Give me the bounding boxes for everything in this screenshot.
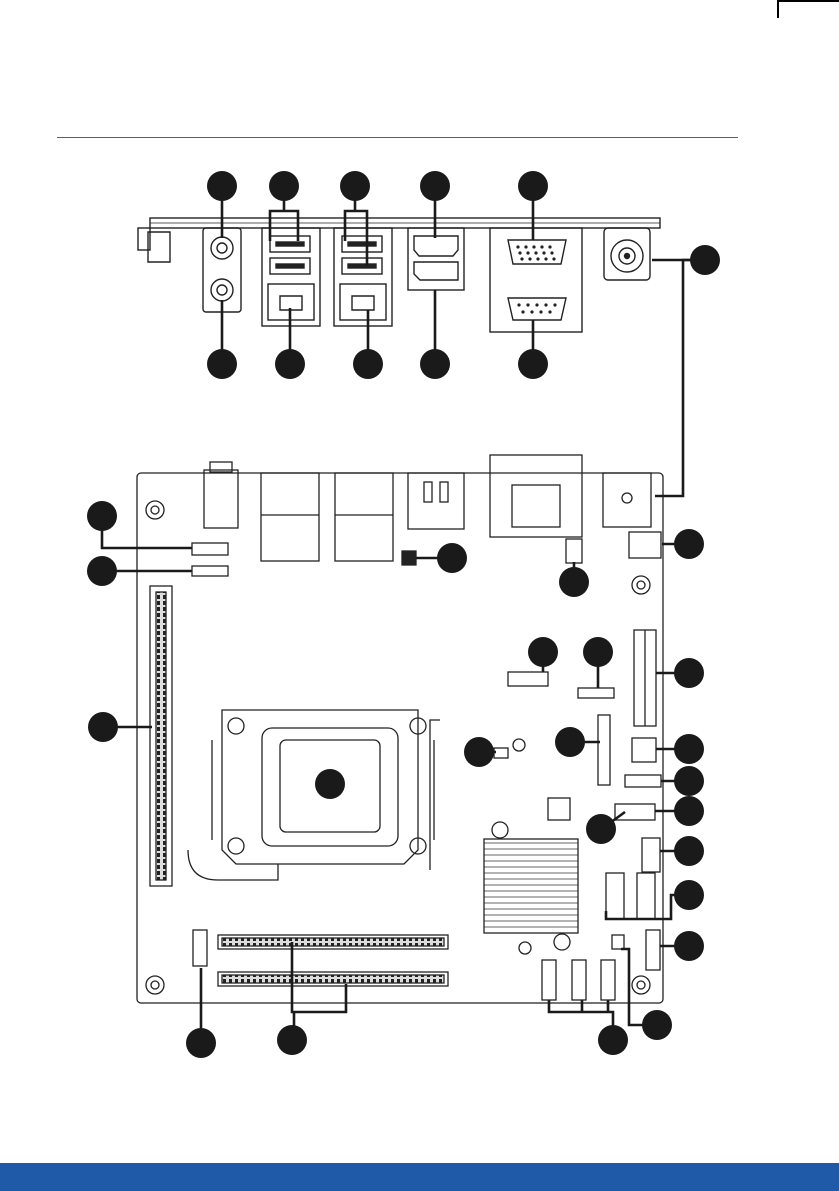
audio-jack-1 <box>211 237 233 259</box>
header-right-4 <box>642 838 660 872</box>
com-port <box>508 298 566 320</box>
dimm-slots <box>218 935 448 986</box>
header-jumper-mid <box>566 539 582 563</box>
callout-marker <box>87 501 117 531</box>
callout-marker <box>518 349 548 379</box>
callout-marker <box>555 727 585 757</box>
top-audio-jack <box>204 470 238 528</box>
audio-jack-2 <box>211 279 233 301</box>
header-right-3 <box>615 804 655 820</box>
hdmi-port <box>414 236 458 256</box>
callout-marker <box>88 712 118 742</box>
callout-marker <box>586 814 616 844</box>
io-panel-view <box>138 218 660 332</box>
callout-marker <box>315 769 345 799</box>
top-lan-1 <box>261 473 319 561</box>
footer-bar <box>0 1163 839 1191</box>
callout-marker <box>464 737 494 767</box>
sata-port-2 <box>637 873 655 919</box>
header-sys-fan <box>578 688 614 698</box>
header-right-2 <box>625 775 661 787</box>
header-usb-a <box>192 566 228 576</box>
callout-marker <box>674 880 704 910</box>
usb-lan-stack-2 <box>334 228 392 326</box>
header-cpu-fan <box>508 672 548 686</box>
callout-marker <box>353 349 383 379</box>
callout-marker <box>437 543 467 573</box>
callout-marker <box>674 796 704 826</box>
rj45-port-2 <box>340 284 386 320</box>
callout-marker <box>674 529 704 559</box>
pcie-slot <box>150 586 172 886</box>
header-front-audio <box>192 543 228 555</box>
jumper-bottom-right <box>612 935 624 949</box>
callout-marker <box>598 1025 628 1055</box>
header-power-atx <box>629 532 661 558</box>
top-lan-2 <box>335 473 393 561</box>
vga-com-stack <box>490 228 582 332</box>
header-bottom-2 <box>572 960 586 1000</box>
cpu-socket <box>188 710 440 880</box>
displayport-port <box>414 262 458 280</box>
dc-in-jack <box>604 228 650 280</box>
jumper-small-center <box>494 748 508 758</box>
callout-marker <box>275 349 305 379</box>
header-right-1 <box>632 738 656 762</box>
callout-marker <box>674 931 704 961</box>
header-bottom-1 <box>542 960 556 1000</box>
callout-marker <box>674 766 704 796</box>
io-standoff-left <box>148 232 170 262</box>
callout-marker <box>277 1025 307 1055</box>
callout-marker <box>420 349 450 379</box>
callout-marker <box>674 734 704 764</box>
chipset-heatsink <box>484 822 578 950</box>
callout-marker <box>642 1010 672 1040</box>
callout-marker <box>340 171 370 201</box>
callout-marker <box>518 171 548 201</box>
header-bottom-3 <box>601 960 615 1000</box>
callout-marker <box>559 567 589 597</box>
callout-marker <box>269 171 299 201</box>
leader-lines <box>102 186 705 1043</box>
callout-marker <box>674 836 704 866</box>
callout-marker <box>420 171 450 201</box>
callout-marker <box>186 1028 216 1058</box>
ffc-connector <box>598 715 610 785</box>
callout-marker <box>528 637 558 667</box>
header-usb-center <box>548 798 570 820</box>
top-vga-com <box>490 455 582 537</box>
board-top-view <box>137 455 663 1003</box>
top-dc-jack <box>603 473 651 527</box>
callout-markers <box>87 171 720 1058</box>
callout-marker <box>674 658 704 688</box>
callout-marker <box>207 171 237 201</box>
jumper-clr <box>402 551 416 565</box>
sata-port-1 <box>606 873 624 919</box>
top-hdmi-dp <box>408 473 464 529</box>
header-fan-left <box>193 930 207 966</box>
callout-marker <box>690 245 720 275</box>
header-front-panel <box>646 930 660 970</box>
callout-marker <box>207 349 237 379</box>
callout-marker <box>583 637 613 667</box>
callout-marker <box>87 556 117 586</box>
audio-jack-stack <box>203 228 241 312</box>
